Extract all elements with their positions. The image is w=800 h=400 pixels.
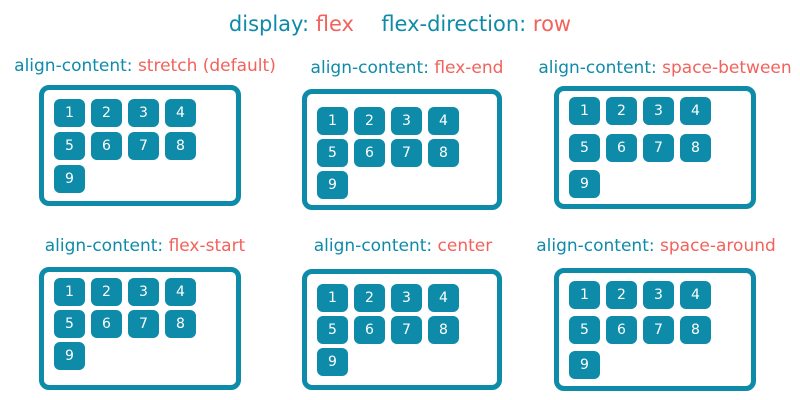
panel-label-space-between: align-content: space-between [520,58,800,78]
flex-item: 9 [569,170,600,198]
flex-item: 5 [569,315,600,344]
flex-item: 2 [606,280,637,309]
flex-direction-property-label: flex-direction: [381,12,527,36]
flex-item: 9 [54,342,85,370]
flex-item: 7 [391,315,422,344]
property-value: stretch (default) [137,56,276,76]
flex-item: 8 [165,310,196,338]
flex-item: 3 [128,278,159,306]
flex-item: 4 [428,283,459,312]
flex-item: 1 [54,278,85,306]
flex-item: 6 [91,131,122,160]
flex-item: 2 [606,97,637,125]
panel-label-flex-end: align-content: flex-end [262,58,552,78]
flex-direction-value-label: row [532,12,572,36]
flex-item: 4 [165,278,196,306]
panel-label-space-around: align-content: space-around [511,236,800,256]
flex-item: 5 [317,139,348,167]
flex-item: 3 [128,98,159,127]
flex-item: 6 [91,310,122,338]
flex-item: 4 [680,280,711,309]
flex-item: 9 [317,171,348,199]
property-name: align-content: [538,58,657,78]
flex-item: 4 [165,98,196,127]
property-value: flex-start [168,236,246,256]
flex-item: 5 [317,315,348,344]
flex-item: 1 [569,280,600,309]
flex-item: 2 [354,283,385,312]
panel-label-stretch: align-content: stretch (default) [0,56,290,76]
flex-item: 6 [354,139,385,167]
flex-item: 9 [317,347,348,376]
flex-item: 8 [165,131,196,160]
display-property-label: display: [228,12,310,36]
flex-item: 5 [54,310,85,338]
flex-item: 2 [91,278,122,306]
flex-item: 1 [317,107,348,135]
flex-item: 3 [391,283,422,312]
flex-item: 9 [569,350,600,379]
flex-item: 8 [428,139,459,167]
flex-item: 3 [391,107,422,135]
flex-item: 9 [54,164,85,193]
property-name: align-content: [14,56,133,76]
flex-item: 6 [354,315,385,344]
property-name: align-content: [310,58,429,78]
flex-item: 7 [391,139,422,167]
flex-item: 2 [354,107,385,135]
flex-item: 3 [643,97,674,125]
flex-item: 7 [128,310,159,338]
property-value: space-around [660,236,776,256]
panel-label-flex-start: align-content: flex-start [0,236,290,256]
property-value: flex-end [434,58,504,78]
flex-item: 4 [428,107,459,135]
property-value: space-between [662,58,792,78]
property-name: align-content: [44,236,164,256]
display-value-label: flex [315,12,354,36]
flex-item: 6 [606,315,637,344]
flex-item: 2 [91,98,122,127]
flex-item: 8 [680,315,711,344]
flex-item: 7 [128,131,159,160]
flex-item: 7 [643,315,674,344]
property-name: align-content: [313,236,433,256]
flex-item: 5 [54,131,85,160]
property-name: align-content: [536,236,655,256]
flex-item: 6 [606,133,637,162]
flex-item: 4 [680,97,711,125]
property-value: center [437,236,493,256]
flex-item: 5 [569,133,600,162]
flex-item: 1 [569,97,600,125]
flex-item: 3 [643,280,674,309]
flex-item: 8 [428,315,459,344]
flex-item: 8 [680,133,711,162]
panel-label-center: align-content: center [258,236,548,256]
flex-item: 1 [54,98,85,127]
flex-item: 7 [643,133,674,162]
diagram-title: display: flex flex-direction: row [0,12,800,36]
flex-item: 1 [317,283,348,312]
